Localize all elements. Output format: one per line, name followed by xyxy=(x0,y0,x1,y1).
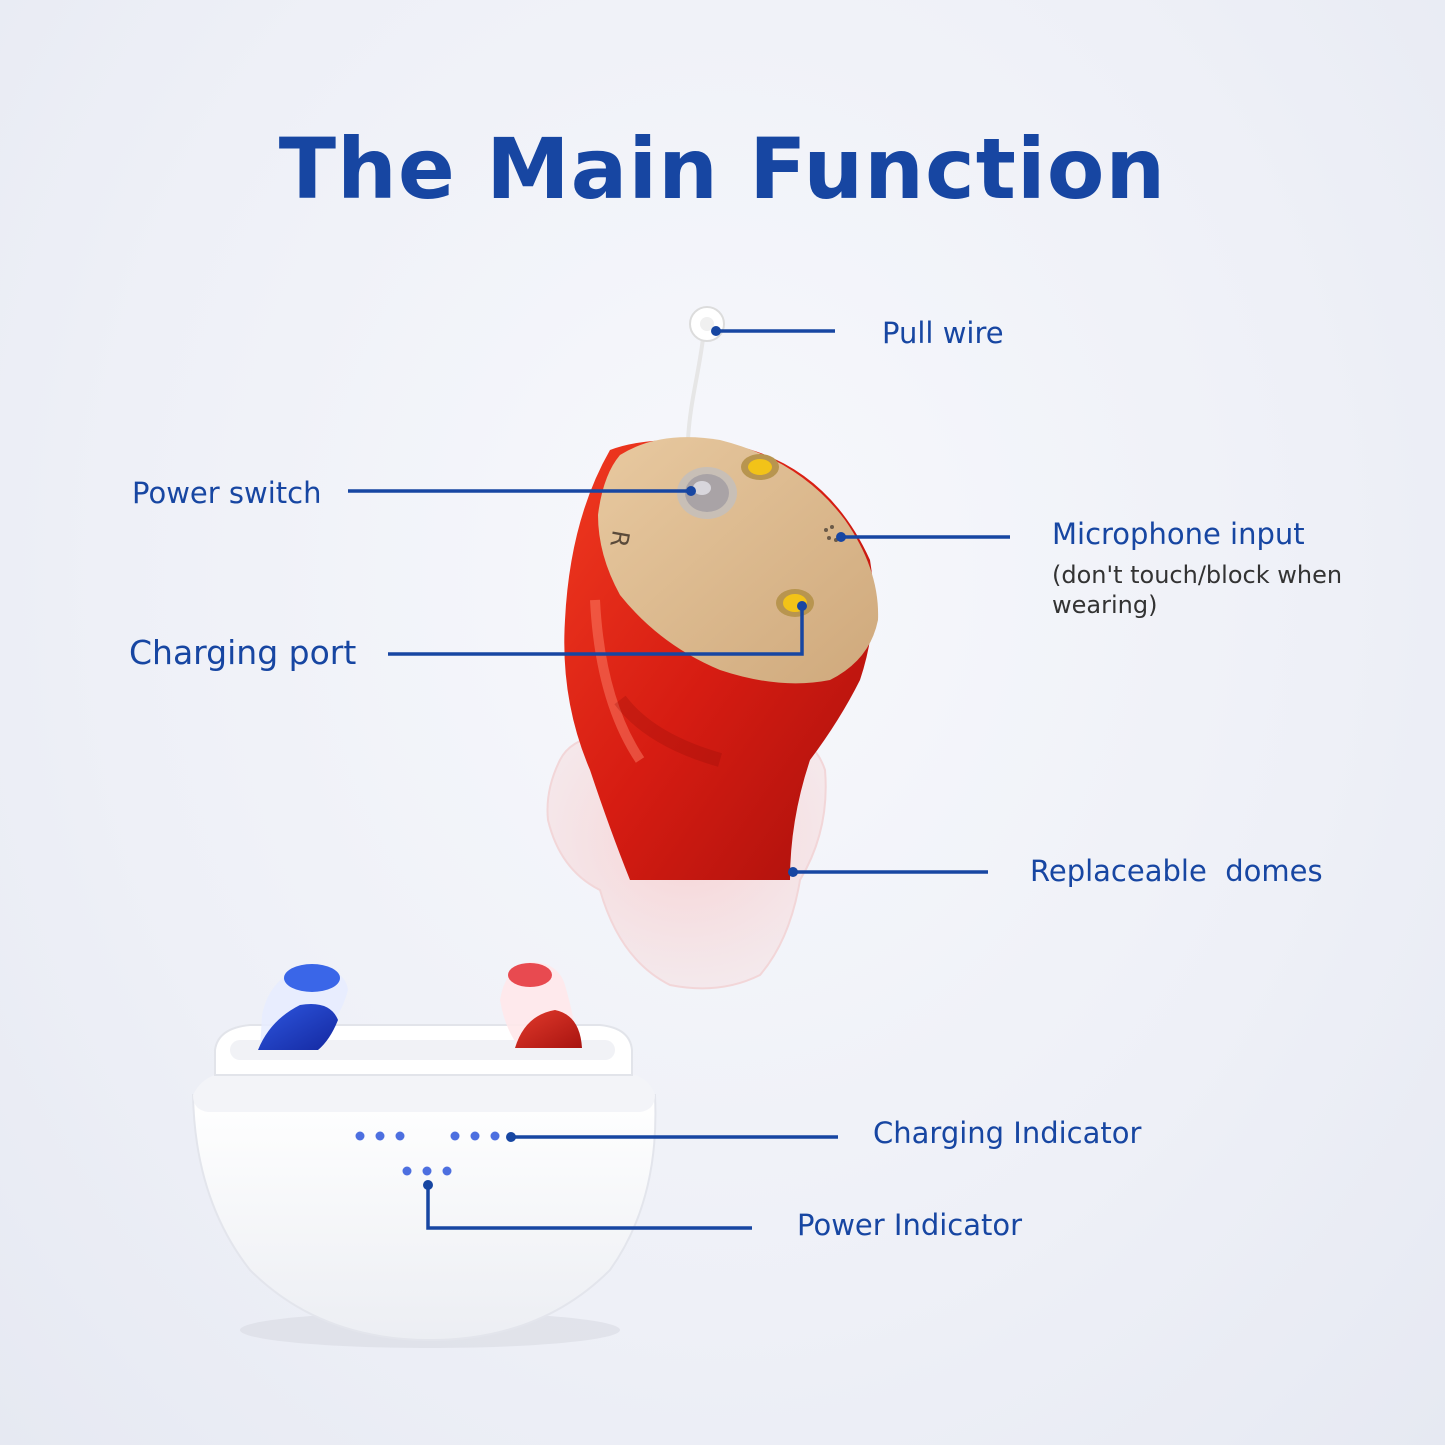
pull-wire-dot xyxy=(711,326,721,336)
power-indicator-leds xyxy=(402,1166,452,1176)
top-port-icon xyxy=(741,454,779,480)
domes-dot xyxy=(788,867,798,877)
power-switch-icon xyxy=(677,467,737,519)
charging-port-icon xyxy=(776,589,814,617)
power-indicator-label: Power Indicator xyxy=(797,1208,1023,1242)
charging-port-dot xyxy=(797,601,807,611)
charging-indicator-label: Charging Indicator xyxy=(873,1116,1142,1150)
charging-port-leader xyxy=(388,606,804,656)
charging-case-illustration xyxy=(191,962,657,1348)
power-indicator-leader xyxy=(426,1185,752,1230)
microphone-note: (don't touch/block when wearing) xyxy=(1052,561,1343,619)
power-indicator-dot xyxy=(423,1180,433,1190)
charging-indicator-leds xyxy=(355,1131,500,1141)
microphone-dot xyxy=(836,532,846,542)
pull-wire-label: Pull wire xyxy=(882,316,1004,350)
side-mark: R xyxy=(604,528,634,549)
microphone-input-label: Microphone input xyxy=(1052,517,1305,551)
charging-indicator-dot xyxy=(506,1132,516,1142)
replaceable-domes-label: Replaceable domes xyxy=(1030,854,1323,888)
page-title: The Main Function xyxy=(278,120,1167,218)
power-switch-dot xyxy=(686,486,696,496)
hearing-aid-faceplate xyxy=(598,437,879,684)
power-switch-label: Power switch xyxy=(132,476,322,510)
charging-port-label: Charging port xyxy=(129,633,357,672)
